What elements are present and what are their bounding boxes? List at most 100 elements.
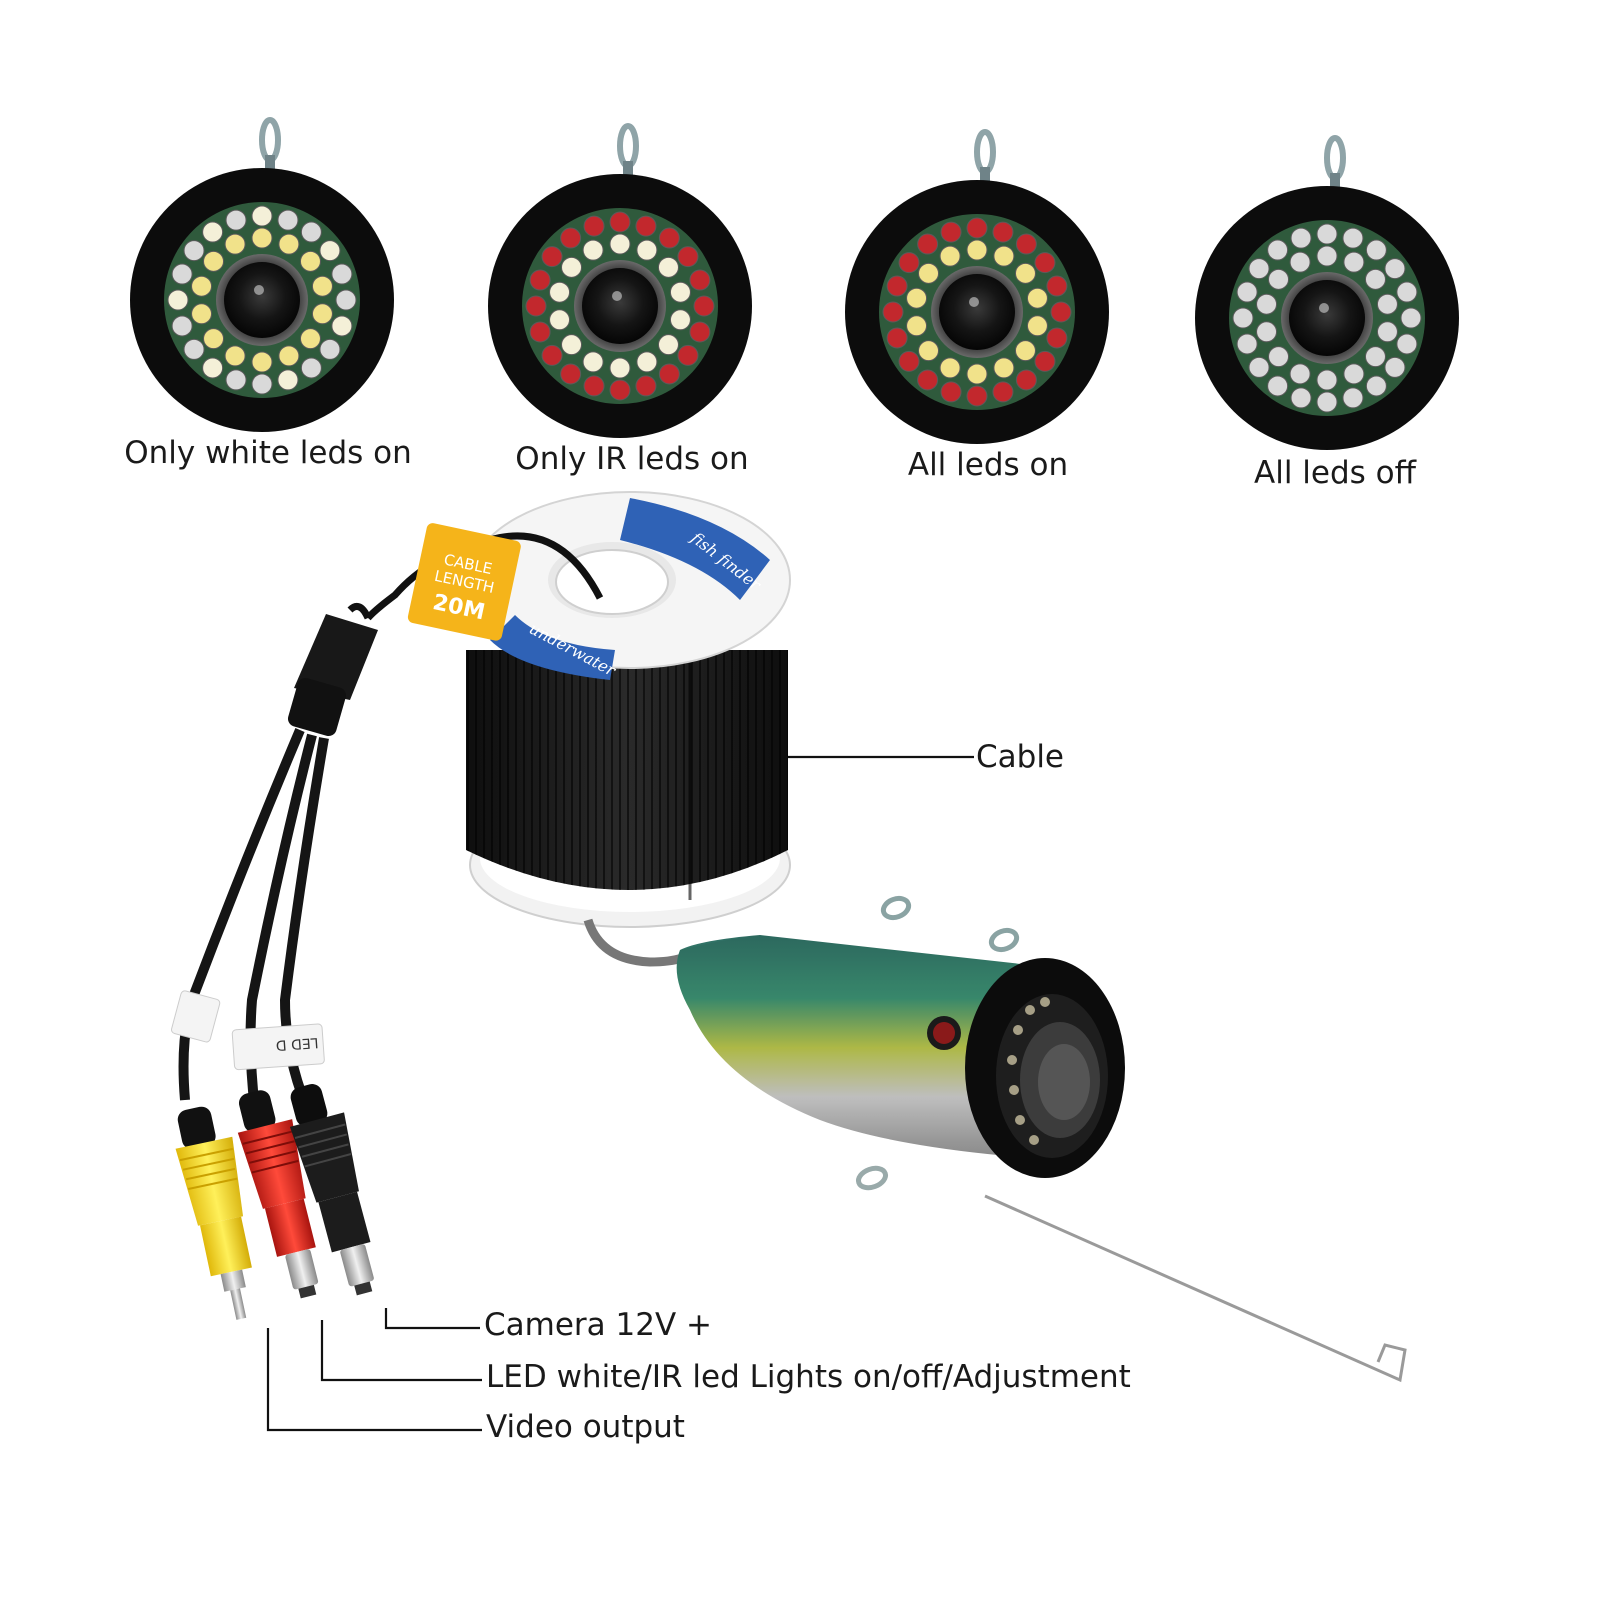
lead-sleeve-text: LED D: [275, 1034, 319, 1053]
underwater-camera: [583, 895, 1407, 1383]
led: [311, 303, 333, 325]
led: [966, 239, 988, 261]
led: [1400, 307, 1422, 329]
led: [1316, 245, 1338, 267]
led: [1343, 251, 1365, 273]
led: [1364, 268, 1386, 290]
camera-head-ir: [488, 123, 752, 438]
lens-highlight: [612, 291, 622, 301]
led: [549, 309, 571, 331]
led: [203, 250, 225, 272]
ring-post: [1330, 173, 1340, 195]
video-output-leader: [266, 1328, 482, 1432]
led: [335, 289, 357, 311]
led: [886, 275, 908, 297]
led: [583, 215, 605, 237]
lens-highlight: [254, 285, 264, 295]
led: [1376, 293, 1398, 315]
led: [1046, 327, 1068, 349]
led: [939, 245, 961, 267]
led: [677, 246, 699, 268]
led: [658, 363, 680, 385]
led: [609, 357, 631, 379]
led: [677, 344, 699, 366]
led: [183, 240, 205, 262]
led: [1364, 346, 1386, 368]
led: [993, 357, 1015, 379]
led: [689, 269, 711, 291]
led: [657, 256, 679, 278]
led: [609, 379, 631, 401]
led: [277, 209, 299, 231]
led: [202, 357, 224, 379]
lens-highlight: [1319, 303, 1329, 313]
led: [1396, 333, 1418, 355]
led: [541, 344, 563, 366]
led: [1267, 375, 1289, 397]
led: [331, 315, 353, 337]
led: [525, 295, 547, 317]
led: [1376, 321, 1398, 343]
led: [966, 217, 988, 239]
hanging-ring: [617, 123, 639, 169]
led: [561, 256, 583, 278]
led: [993, 245, 1015, 267]
led: [635, 375, 657, 397]
led: [1046, 275, 1068, 297]
led: [939, 357, 961, 379]
led: [917, 369, 939, 391]
led: [992, 381, 1014, 403]
led: [1342, 387, 1364, 409]
led: [225, 209, 247, 231]
led: [636, 351, 658, 373]
led: [251, 373, 273, 395]
led: [561, 334, 583, 356]
led: [992, 221, 1014, 243]
led: [300, 221, 322, 243]
led: [299, 328, 321, 350]
led: [224, 233, 246, 255]
led: [906, 287, 928, 309]
led: [300, 357, 322, 379]
dc-black-plug: [289, 1084, 374, 1296]
led: [1015, 369, 1037, 391]
led: [171, 315, 193, 337]
ring-post: [980, 167, 990, 189]
rca-yellow-plug: [175, 1106, 252, 1320]
led: [582, 239, 604, 261]
camera-power-leader: [384, 1308, 480, 1330]
led: [966, 363, 988, 385]
head-label-off: All leds off: [1254, 455, 1417, 491]
led: [1034, 252, 1056, 274]
led: [203, 328, 225, 350]
led: [1248, 258, 1270, 280]
led: [1014, 340, 1036, 362]
hanging-ring: [974, 129, 996, 175]
led: [529, 321, 551, 343]
led: [583, 375, 605, 397]
cable-callout: Cable: [976, 739, 1064, 775]
led: [940, 381, 962, 403]
led: [689, 321, 711, 343]
led: [299, 250, 321, 272]
led: [1343, 363, 1365, 385]
led: [898, 350, 920, 372]
led: [918, 340, 940, 362]
led: [541, 246, 563, 268]
led: [1289, 251, 1311, 273]
led: [171, 263, 193, 285]
lens: [1289, 280, 1365, 356]
led: [331, 263, 353, 285]
leader-lines: [266, 755, 974, 1432]
led: [549, 281, 571, 303]
led: [1316, 369, 1338, 391]
led: [251, 227, 273, 249]
led: [966, 385, 988, 407]
led: [669, 309, 691, 331]
led: [225, 369, 247, 391]
cable-length-tag: CABLE LENGTH 20M: [407, 523, 521, 641]
led: [918, 262, 940, 284]
led: [1236, 281, 1258, 303]
led: [202, 221, 224, 243]
